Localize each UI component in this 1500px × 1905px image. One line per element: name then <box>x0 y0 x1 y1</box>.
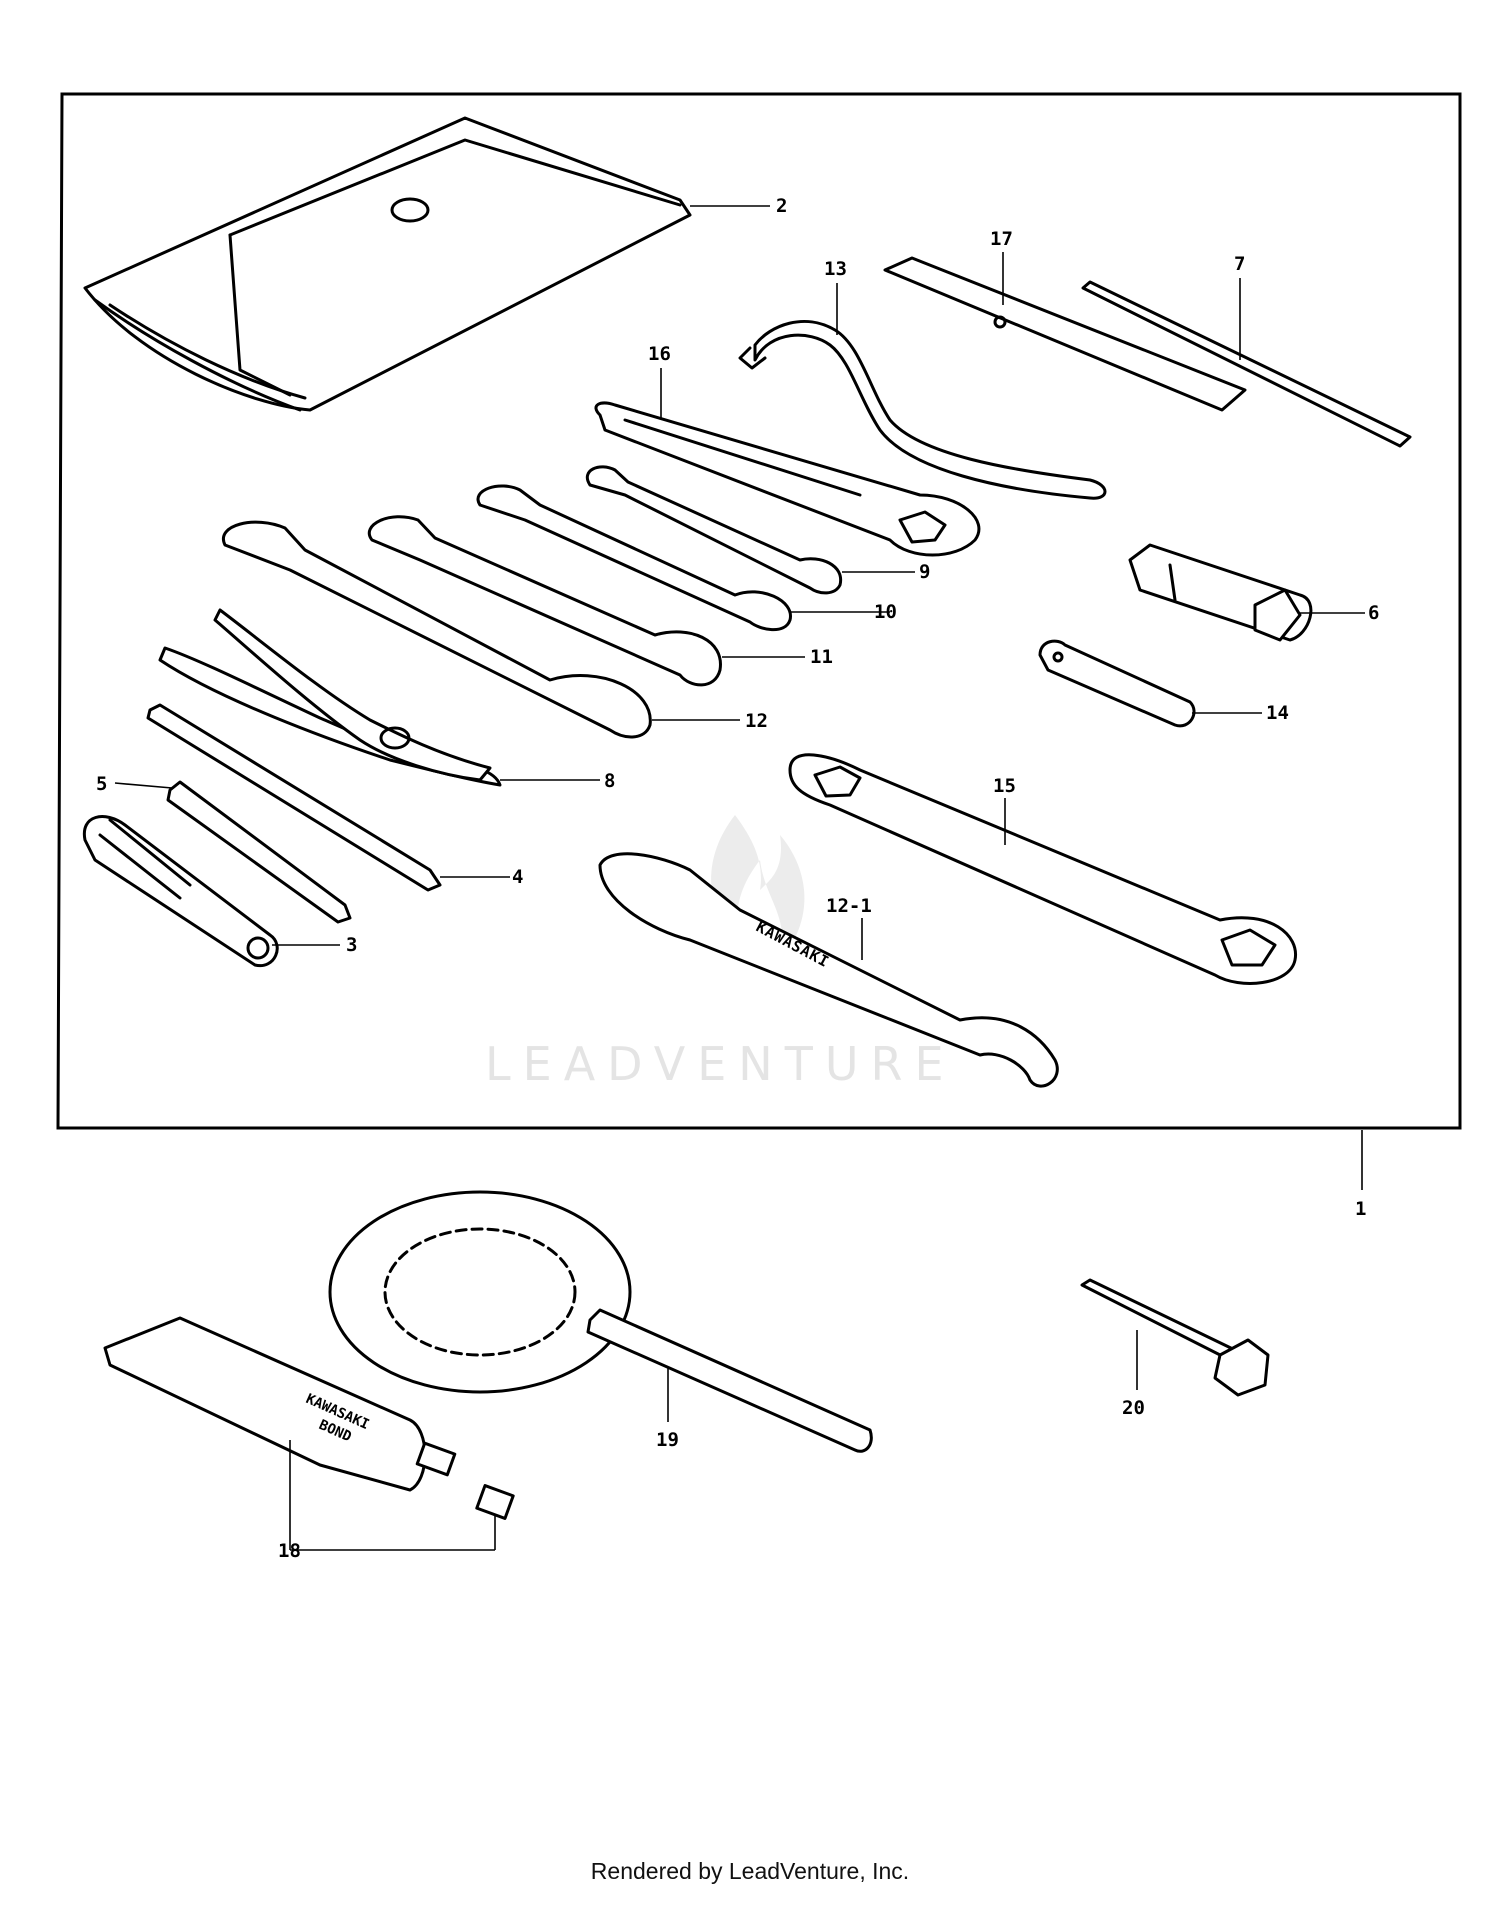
flat-bar <box>883 252 1247 412</box>
wrench-12 <box>221 520 740 739</box>
clutch-holder <box>328 1190 873 1453</box>
wrench-9 <box>586 465 915 595</box>
callout-5: 5 <box>96 773 107 795</box>
callout-15: 15 <box>993 775 1016 797</box>
callout-8: 8 <box>604 770 615 792</box>
callout-13: 13 <box>824 258 847 280</box>
callout-17: 17 <box>990 228 1013 250</box>
callout-16: 16 <box>648 343 671 365</box>
tool-bag <box>83 116 770 412</box>
callout-2: 2 <box>776 195 787 217</box>
screwdriver-shaft <box>114 780 352 924</box>
wrench-10 <box>476 484 890 632</box>
screwdriver-blade <box>146 703 510 892</box>
box-wrench <box>594 368 981 557</box>
callout-labels: 1 2 3 4 5 6 7 8 9 10 11 12 12-1 13 14 15… <box>96 195 1379 1562</box>
screwdriver-handle <box>82 815 340 968</box>
pliers <box>158 608 600 787</box>
callout-3: 3 <box>346 934 357 956</box>
ring-wrench <box>788 753 1298 985</box>
callout-12: 12 <box>745 710 768 732</box>
plug-socket <box>1128 543 1365 642</box>
footer-credit: Rendered by LeadVenture, Inc. <box>590 1858 910 1884</box>
callout-1: 1 <box>1355 1198 1366 1220</box>
callout-7: 7 <box>1234 253 1245 275</box>
rod <box>1081 278 1412 448</box>
bolt <box>1080 1278 1270 1397</box>
wrench-11 <box>367 515 805 687</box>
callout-20: 20 <box>1122 1397 1145 1419</box>
socket <box>1038 639 1262 728</box>
toolkit-frame <box>56 92 1462 1190</box>
callout-14: 14 <box>1266 702 1289 724</box>
callout-10: 10 <box>874 601 897 623</box>
callout-4: 4 <box>512 866 523 888</box>
callout-19: 19 <box>656 1429 679 1451</box>
callout-12-1: 12-1 <box>826 895 872 917</box>
bond-tube: KAWASAKI BOND <box>103 1316 515 1551</box>
watermark-text: LEADVENTURE <box>485 1037 956 1091</box>
callout-18: 18 <box>278 1540 301 1562</box>
callout-9: 9 <box>919 561 930 583</box>
hook-spanner <box>738 283 1107 500</box>
callout-11: 11 <box>810 646 833 668</box>
callout-6: 6 <box>1368 602 1379 624</box>
